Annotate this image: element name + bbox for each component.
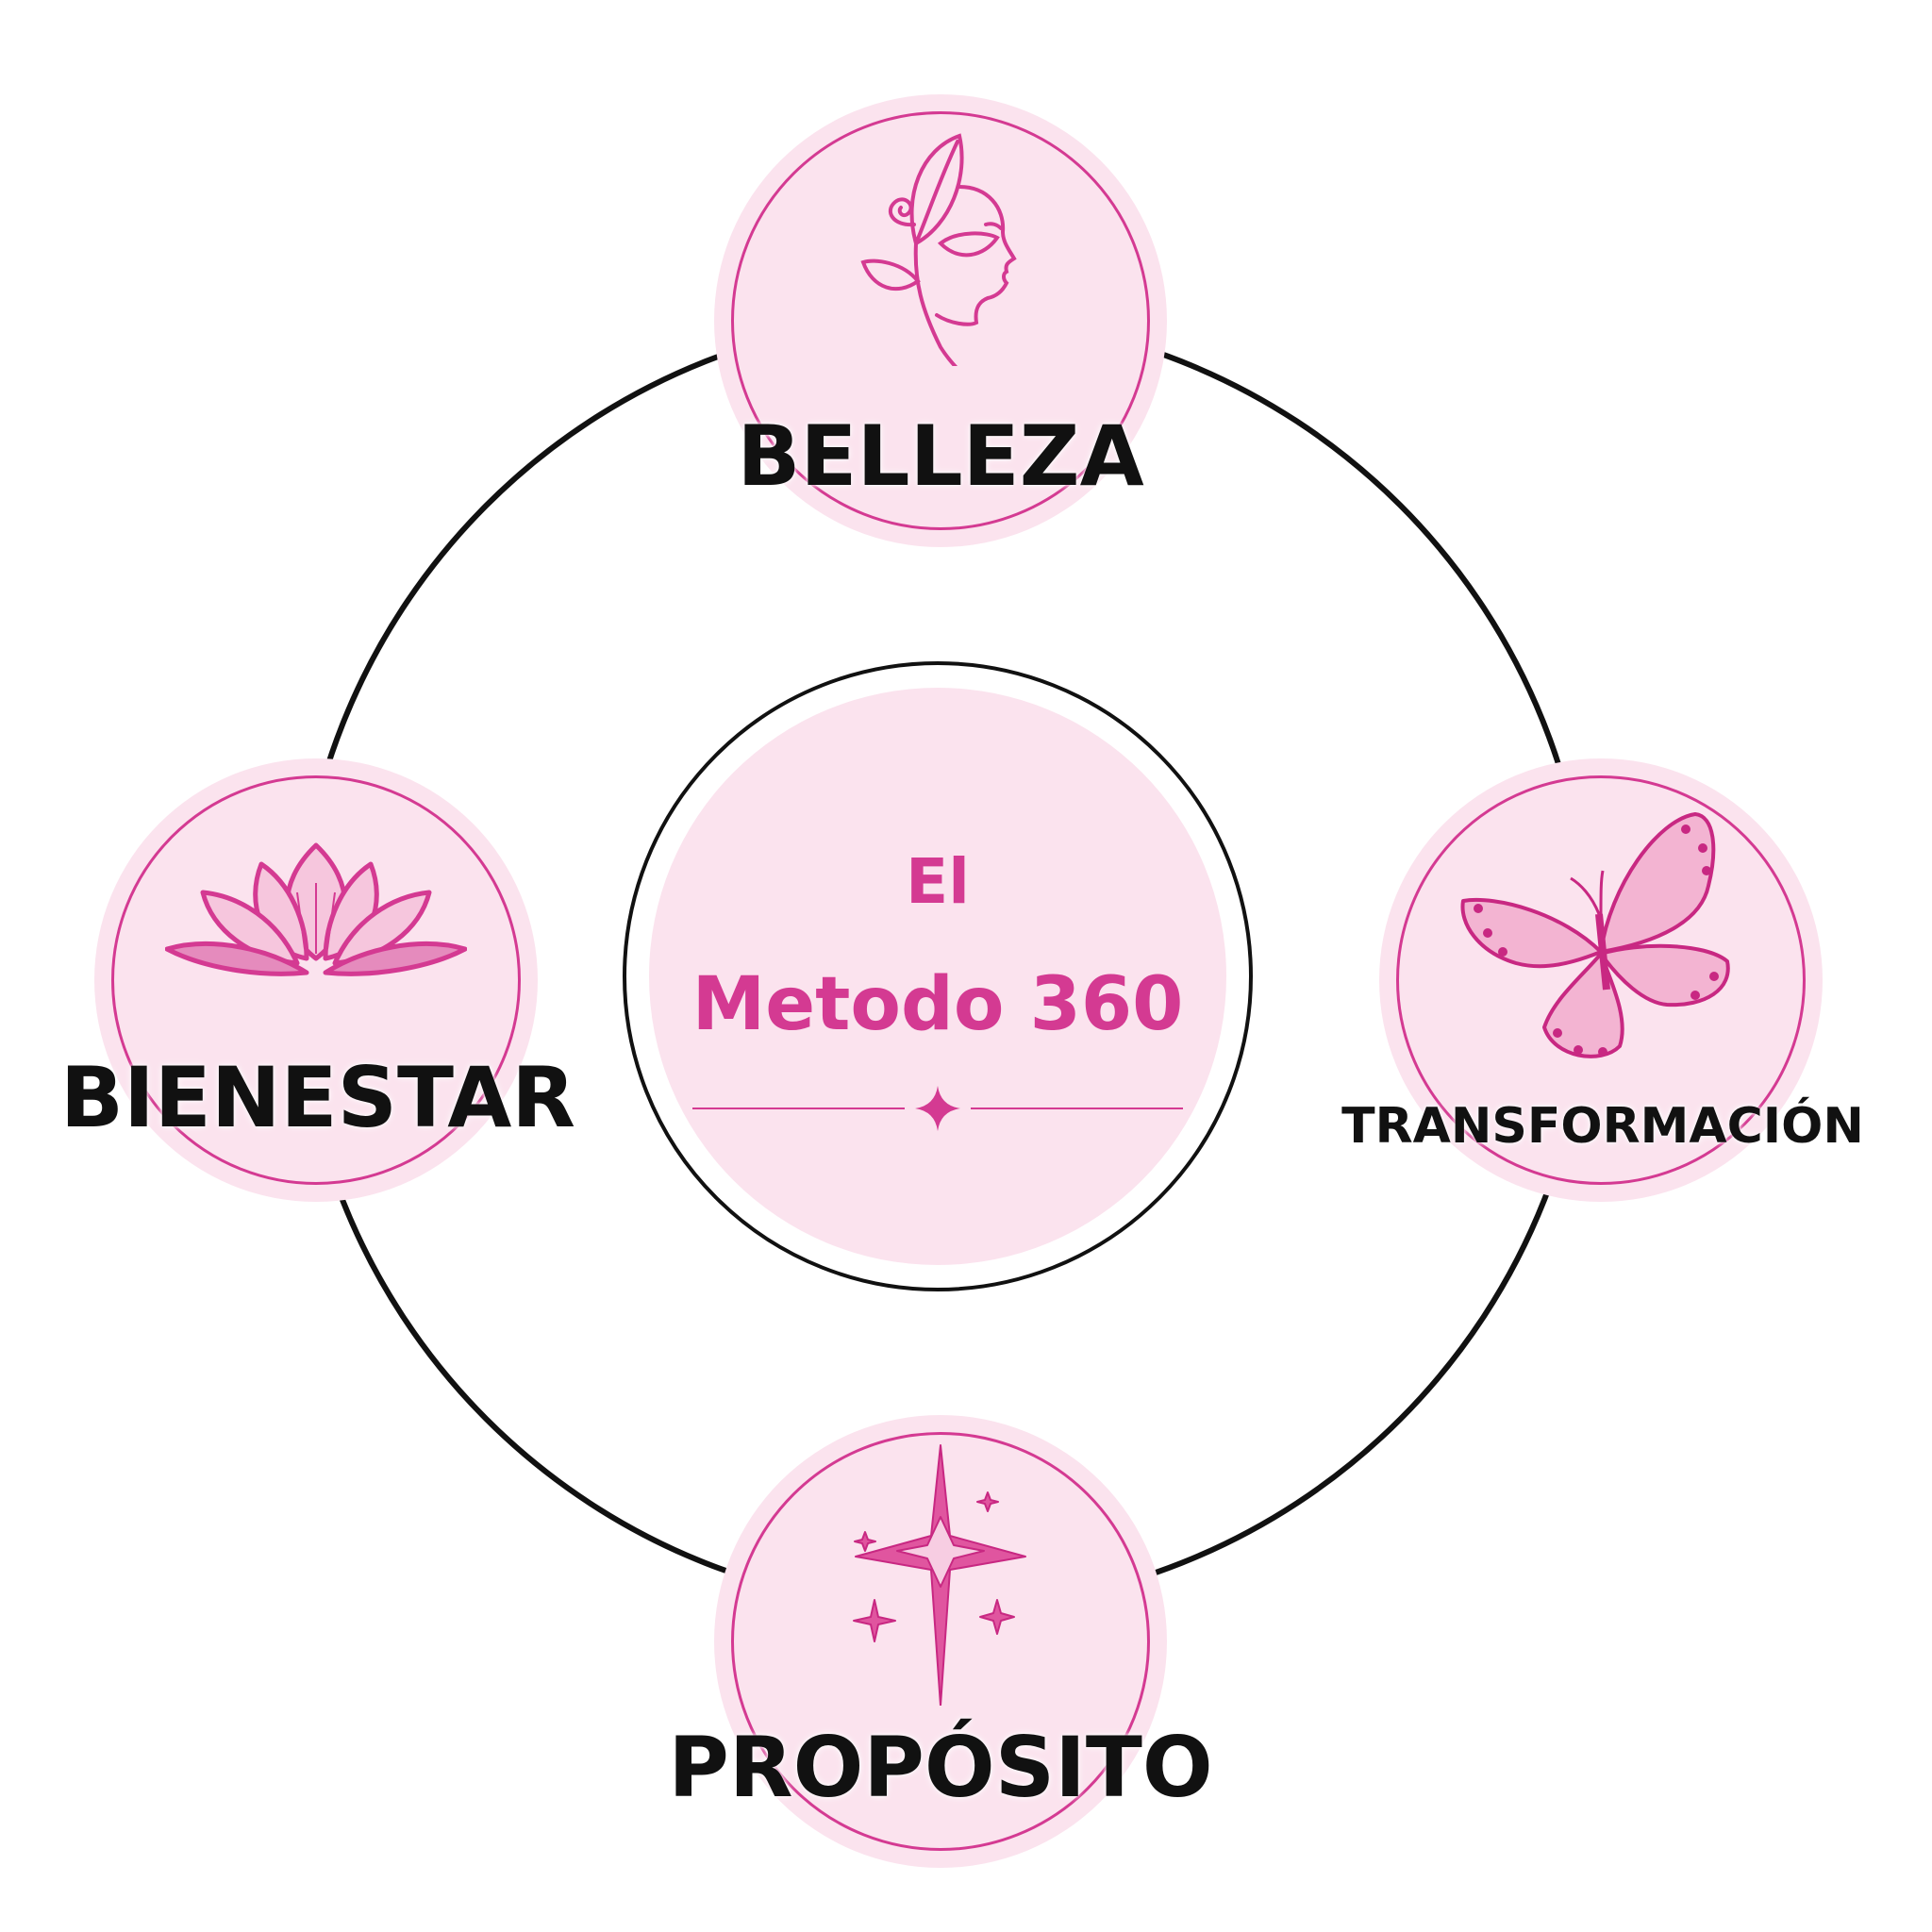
center-circle <box>649 688 1226 1265</box>
label-bienestar: BIENESTAR <box>59 1049 576 1146</box>
stars-icon <box>853 1444 1026 1706</box>
node-bienestar <box>94 758 538 1202</box>
label-transformacion: TRANSFORMACIÓN <box>1341 1098 1864 1155</box>
label-belleza: BELLEZA <box>737 408 1144 505</box>
node-proposito <box>714 1415 1167 1868</box>
center-divider <box>692 1086 1183 1131</box>
center-title-line1: El <box>906 845 970 918</box>
node-belleza <box>714 94 1167 547</box>
lotus-icon <box>165 842 467 976</box>
node-transformacion <box>1379 758 1823 1202</box>
sparkle-icon <box>915 1086 960 1131</box>
woman-leaf-face-icon <box>860 133 1017 366</box>
center-title-line2: Metodo 360 <box>691 962 1184 1047</box>
label-proposito: PROPÓSITO <box>668 1719 1213 1816</box>
butterfly-icon <box>1460 812 1730 1058</box>
